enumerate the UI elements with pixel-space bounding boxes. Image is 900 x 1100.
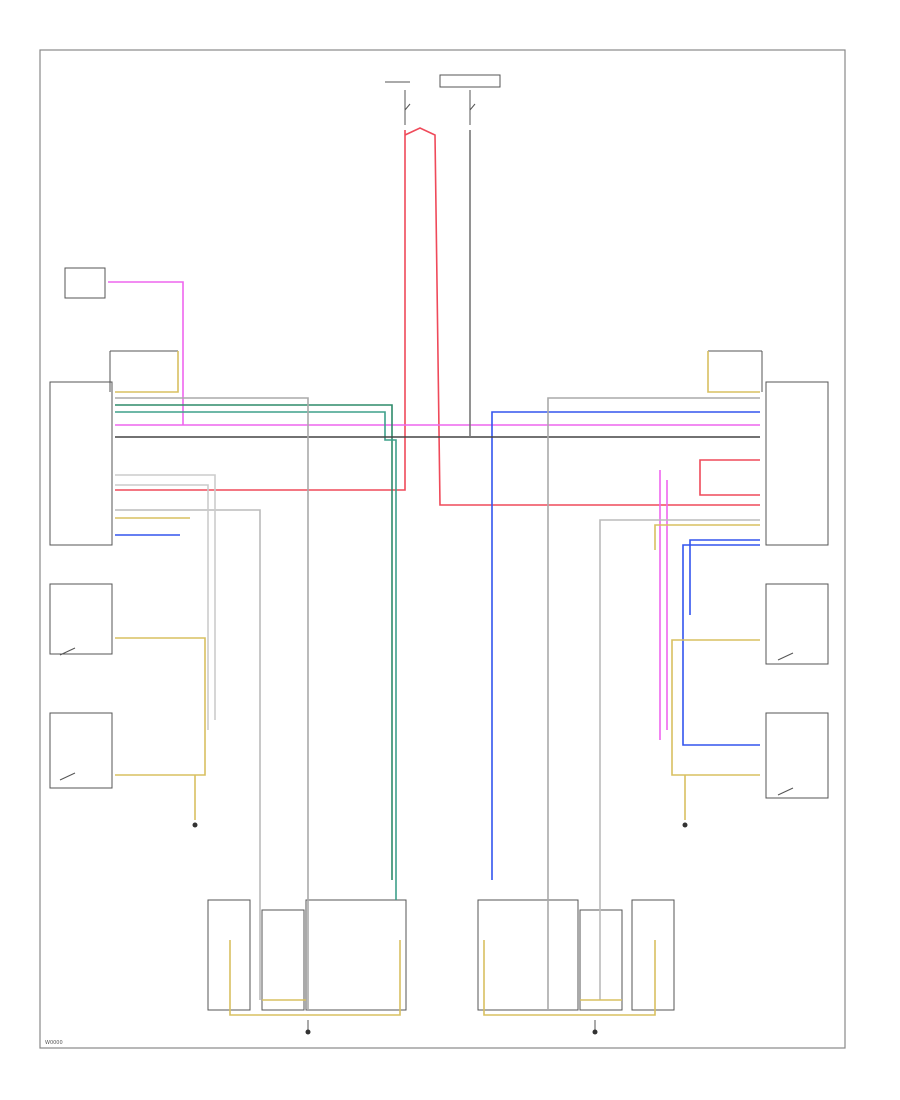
right-control-module — [765, 381, 829, 546]
yellow-wire-bottom-right — [483, 940, 656, 1016]
pink-wire-top — [108, 281, 184, 425]
blue-wire-right-down — [689, 539, 760, 615]
left-small-module — [64, 267, 106, 299]
switch-module-2 — [261, 909, 305, 1011]
switch-symbol-left — [59, 647, 76, 781]
gray-wire-left-4 — [115, 484, 209, 730]
switch-symbol-right — [777, 652, 794, 796]
red-wire-loop — [404, 127, 760, 506]
ground-symbol-bottom-left — [305, 1020, 311, 1035]
switch-module-1 — [207, 899, 251, 1011]
right-top-connector — [708, 350, 763, 392]
ground-symbol-bottom-right — [592, 1020, 598, 1035]
right-sensor-element — [765, 712, 829, 799]
yellow-wire-right-heater — [671, 639, 760, 776]
yellow-wire-bottom-left — [229, 940, 401, 1016]
switch-module-3 — [305, 899, 407, 1011]
fuse-group — [385, 74, 501, 125]
fuse-left — [404, 90, 411, 125]
ground-symbol-left — [192, 822, 198, 828]
left-top-connector — [109, 350, 178, 392]
switch-module-5 — [579, 909, 623, 1011]
gray-wire-left-3 — [115, 474, 216, 720]
switch-module-4 — [477, 899, 579, 1011]
red-wire-right-stub — [699, 459, 760, 496]
fuse-box-top — [439, 74, 501, 88]
blue-wire-right — [491, 411, 760, 880]
left-control-module — [49, 381, 113, 546]
teal-wire — [115, 411, 397, 900]
left-sensor-element — [49, 712, 113, 789]
yellow-wire-left-top — [115, 351, 179, 393]
switch-module-6 — [631, 899, 675, 1011]
red-wire-left — [115, 130, 406, 491]
gray-wire-left-1 — [115, 397, 309, 1010]
yellow-wire-right-top — [707, 351, 760, 393]
fuse-right — [469, 90, 476, 125]
diagram-frame — [39, 49, 846, 1049]
yellow-wire-right-mod — [654, 524, 760, 550]
blue-wire-right-down-2 — [682, 544, 760, 746]
yellow-wire-left-heater — [115, 637, 206, 776]
footer-code: W0000 — [45, 1040, 63, 1046]
left-heater-element — [49, 583, 113, 655]
green-wire — [115, 404, 393, 880]
ground-symbol-right — [682, 822, 688, 828]
gray-wire-left-2 — [115, 509, 261, 1000]
gray-wire-right-1 — [547, 397, 760, 1010]
right-heater-element — [765, 583, 829, 665]
gray-wire-right-2 — [599, 519, 760, 1000]
